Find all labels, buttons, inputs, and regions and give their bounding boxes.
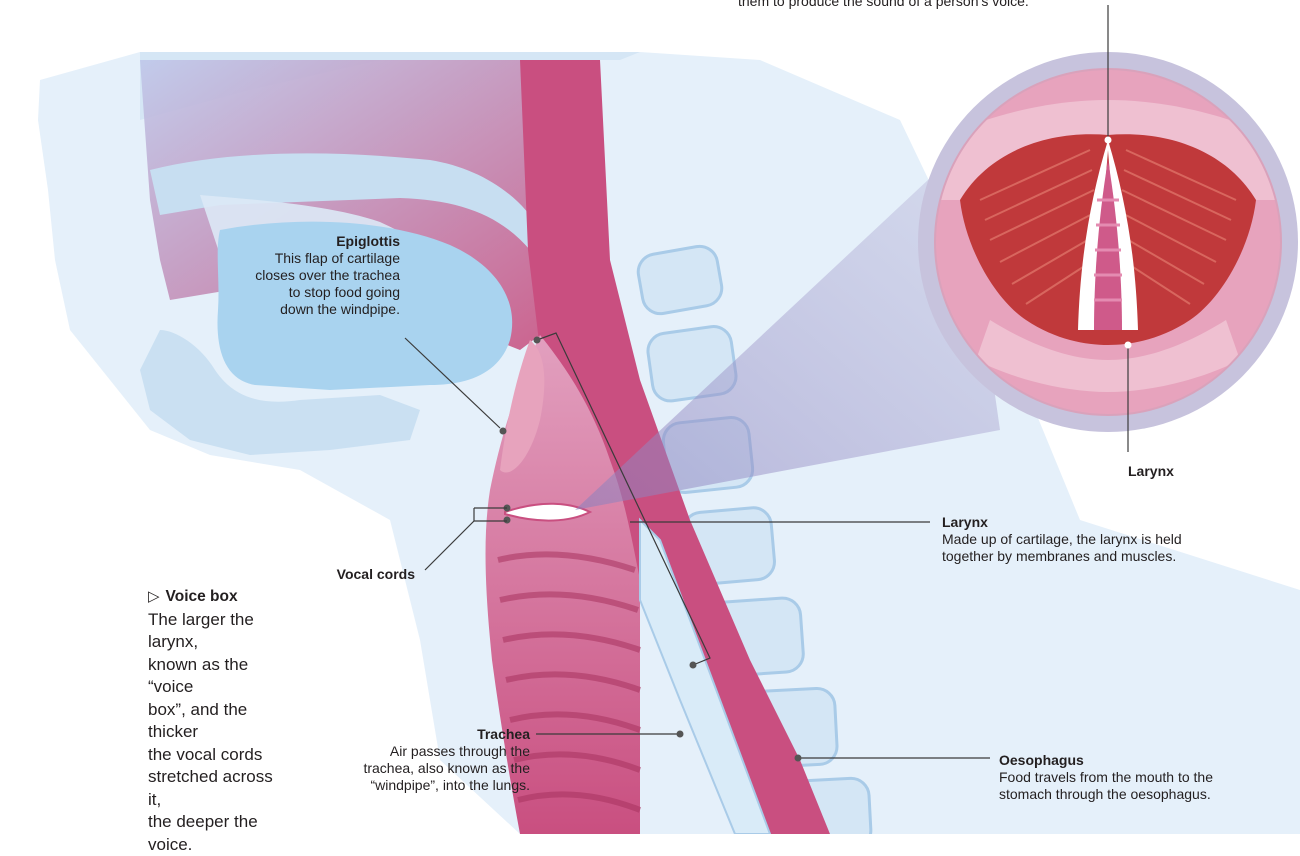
label-epiglottis: Epiglottis This flap of cartilage closes… xyxy=(210,233,400,318)
top-caption: them to produce the sound of a person’s … xyxy=(738,0,1118,10)
label-larynx: Larynx Made up of cartilage, the larynx … xyxy=(942,514,1262,565)
triangle-marker-icon: ▷ xyxy=(148,588,160,605)
voice-box-title: ▷Voice box xyxy=(148,588,238,605)
label-oesophagus: Oesophagus Food travels from the mouth t… xyxy=(999,752,1289,803)
epiglottis-title: Epiglottis xyxy=(210,233,400,250)
label-trachea: Trachea Air passes through the trachea, … xyxy=(300,726,530,794)
label-vocal-cords: Vocal cords xyxy=(265,566,415,583)
label-larynx-inset: Larynx xyxy=(1128,463,1228,480)
oesophagus-title: Oesophagus xyxy=(999,752,1289,769)
larynx-title: Larynx xyxy=(942,514,1262,531)
voice-box-note: ▷Voice box The larger the larynx, known … xyxy=(148,585,288,856)
trachea-title: Trachea xyxy=(300,726,530,743)
